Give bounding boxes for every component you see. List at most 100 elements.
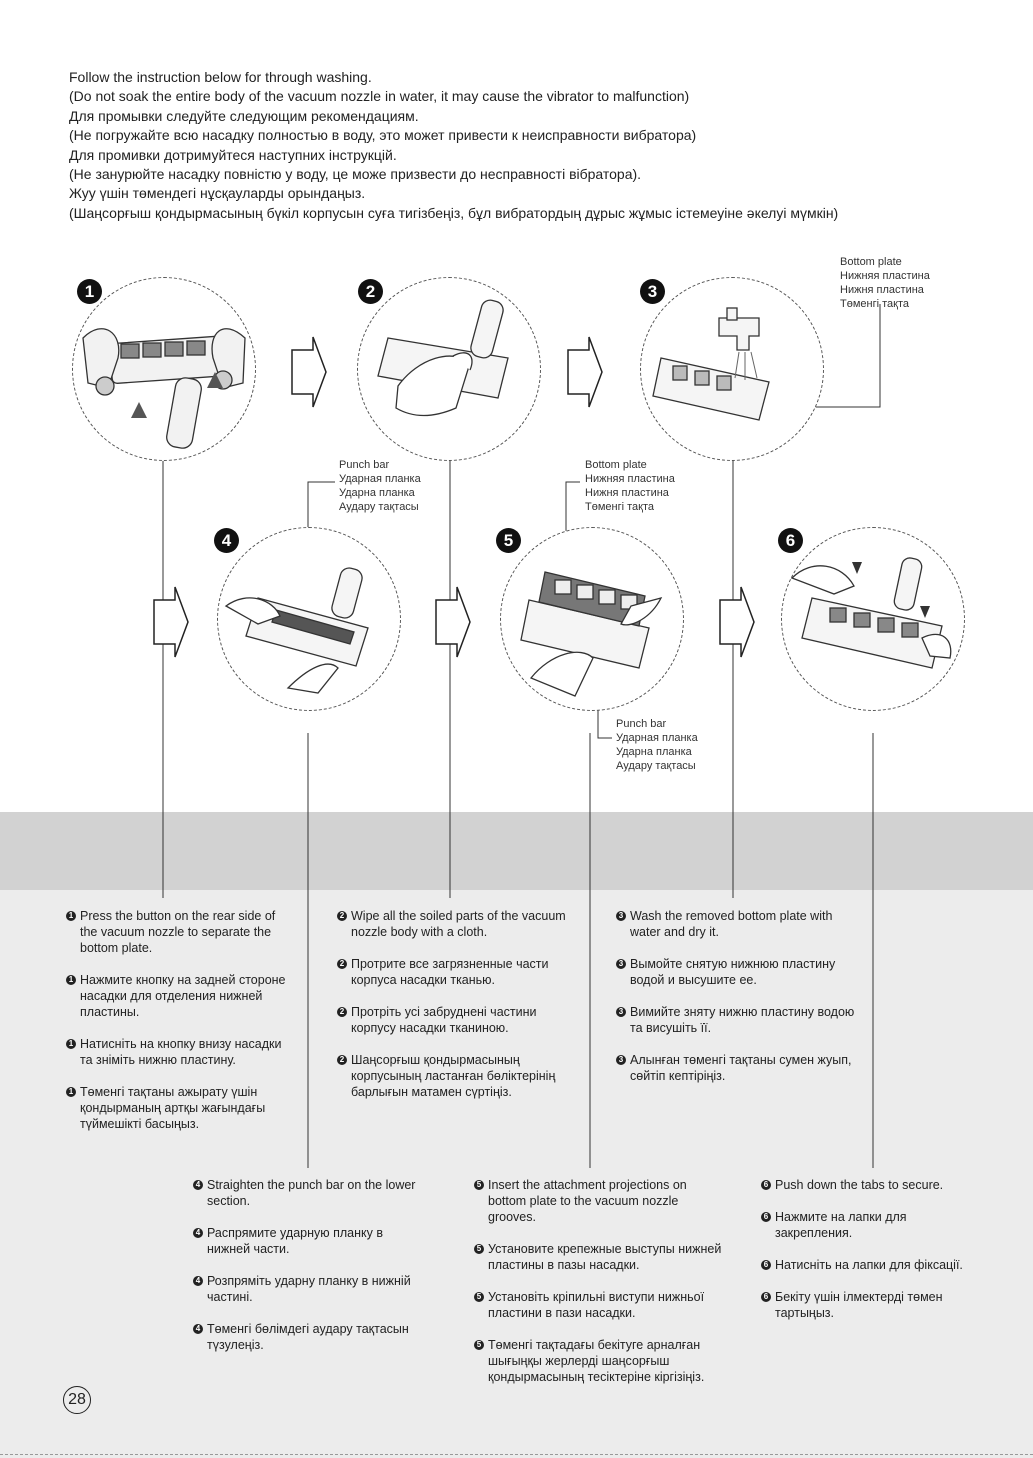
- label-line: Ударна планка: [339, 486, 421, 500]
- step-6-illustration: [781, 527, 965, 711]
- instruction-text: Бекіту үшін ілмектерді төмен тартыңыз.: [775, 1290, 943, 1320]
- step-4-illustration: [217, 527, 401, 711]
- step-bullet: 1: [66, 975, 76, 985]
- instruction-text: Wipe all the soiled parts of the vacuum …: [351, 909, 566, 939]
- instruction-paragraph: 4 Төменгі бөлімдегі аудару тақтасын түзул…: [193, 1321, 423, 1353]
- instruction-text: Төменгі бөлімдегі аудару тақтасын түзуле…: [207, 1322, 409, 1352]
- instruction-text: Установите крепежные выступы нижней плас…: [488, 1242, 721, 1272]
- step-bullet: 5: [474, 1292, 484, 1302]
- instruction-paragraph: 1 Нажмите кнопку на задней стороне насадк…: [66, 972, 286, 1020]
- step-3-illustration: [640, 277, 824, 461]
- step-badge-2: 2: [358, 279, 383, 304]
- attach-plate-icon: [501, 528, 683, 710]
- step-bullet: 5: [474, 1180, 484, 1190]
- step-5-illustration: [500, 527, 684, 711]
- label-line: Төменгі тақта: [840, 297, 930, 311]
- label-line: Нижняя пластина: [585, 472, 675, 486]
- step-bullet: 2: [337, 1007, 347, 1017]
- step-4-instructions: 4 Straighten the punch bar on the lower s…: [193, 1177, 423, 1369]
- step-bullet: 2: [337, 1055, 347, 1065]
- instruction-text: Нажмите на лапки для закрепления.: [775, 1210, 907, 1240]
- step-1-instructions: 1 Press the button on the rear side of th…: [66, 908, 286, 1148]
- label-line: Аудару тақтасы: [339, 500, 421, 514]
- bottom-plate-label-top: Bottom plate Нижняя пластина Нижня пласт…: [840, 255, 930, 311]
- step-2-instructions: 2 Wipe all the soiled parts of the vacuum…: [337, 908, 567, 1116]
- instruction-text: Натисніть на кнопку внизу насадки та зні…: [80, 1037, 281, 1067]
- step-bullet: 3: [616, 1055, 626, 1065]
- step-bullet: 1: [66, 911, 76, 921]
- instruction-text: Натисніть на лапки для фіксації.: [775, 1258, 963, 1272]
- step-badge-5: 5: [496, 528, 521, 553]
- instruction-text: Протрите все загрязненные части корпуса …: [351, 957, 549, 987]
- instruction-text: Push down the tabs to secure.: [775, 1178, 943, 1192]
- instruction-paragraph: 1 Төменгі тақтаны ажырату үшін қондырманы…: [66, 1084, 286, 1132]
- step-bullet: 1: [66, 1039, 76, 1049]
- instruction-paragraph: 6 Push down the tabs to secure.: [761, 1177, 971, 1193]
- instruction-text: Нажмите кнопку на задней стороне насадки…: [80, 973, 286, 1019]
- instruction-text: Wash the removed bottom plate with water…: [630, 909, 832, 939]
- instruction-paragraph: 6 Бекіту үшін ілмектерді төмен тартыңыз.: [761, 1289, 971, 1321]
- label-line: Нижняя пластина: [840, 269, 930, 283]
- instruction-paragraph: 2 Протрите все загрязненные части корпуса…: [337, 956, 567, 988]
- instruction-paragraph: 5 Установіть кріпильні виступи нижньої пл…: [474, 1289, 724, 1321]
- label-line: Нижня пластина: [840, 283, 930, 297]
- instruction-paragraph: 6Натисніть на лапки для фіксації.: [761, 1257, 971, 1273]
- instruction-text: Төменгі тақтаны ажырату үшін қондырманың…: [80, 1085, 265, 1131]
- push-tabs-icon: [782, 528, 964, 710]
- instruction-paragraph: 2Wipe all the soiled parts of the vacuum…: [337, 908, 567, 940]
- faucet-icon: [641, 278, 823, 460]
- step-6-instructions: 6Push down the tabs to secure. 6Нажмите …: [761, 1177, 971, 1337]
- instruction-text: Шаңсорғыш қондырмасының корпусының ласта…: [351, 1053, 555, 1099]
- instruction-text: Straighten the punch bar on the lower se…: [207, 1178, 415, 1208]
- instruction-text: Установіть кріпильні виступи нижньої пла…: [488, 1290, 704, 1320]
- instruction-paragraph: 5 Установите крепежные выступы нижней пла…: [474, 1241, 724, 1273]
- step-5-instructions: 5 Insert the attachment projections on bo…: [474, 1177, 724, 1401]
- step-badge-4: 4: [214, 528, 239, 553]
- label-line: Punch bar: [339, 458, 421, 472]
- step-bullet: 3: [616, 1007, 626, 1017]
- instruction-paragraph: 3 Алынған төменгі тақтаны сумен жуып, сөй…: [616, 1052, 856, 1084]
- instruction-paragraph: 3 Вимийте зняту нижню пластину водою та в…: [616, 1004, 856, 1036]
- step-bullet: 5: [474, 1244, 484, 1254]
- step-2-illustration: [357, 277, 541, 461]
- page-number: 28: [63, 1386, 91, 1414]
- punch-bar-label-5: Punch bar Ударная планка Ударна планка А…: [616, 717, 698, 773]
- instruction-paragraph: 3 Вымойте снятую нижнюю пластину водой и …: [616, 956, 856, 988]
- bottom-plate-label-5: Bottom plate Нижняя пластина Нижня пласт…: [585, 458, 675, 514]
- step-bullet: 4: [193, 1324, 203, 1334]
- instruction-paragraph: 5 Insert the attachment projections on bo…: [474, 1177, 724, 1225]
- instruction-paragraph: 6 Нажмите на лапки для закрепления.: [761, 1209, 971, 1241]
- page-bottom-divider: [0, 1454, 1033, 1455]
- step-bullet: 3: [616, 959, 626, 969]
- step-bullet: 1: [66, 1087, 76, 1097]
- step-1-illustration: [72, 277, 256, 461]
- label-line: Төменгі тақта: [585, 500, 675, 514]
- step-bullet: 2: [337, 959, 347, 969]
- instruction-text: Вымойте снятую нижнюю пластину водой и в…: [630, 957, 835, 987]
- instruction-text: Вимийте зняту нижню пластину водою та ви…: [630, 1005, 854, 1035]
- label-line: Punch bar: [616, 717, 698, 731]
- instruction-text: Press the button on the rear side of the…: [80, 909, 275, 955]
- nozzle-release-icon: [73, 278, 255, 460]
- instruction-text: Төменгі тақтадағы бекітуге арналған шығы…: [488, 1338, 704, 1384]
- step-bullet: 6: [761, 1292, 771, 1302]
- instruction-text: Алынған төменгі тақтаны сумен жуып, сөйт…: [630, 1053, 852, 1083]
- punch-bar-label-4: Punch bar Ударная планка Ударна планка А…: [339, 458, 421, 514]
- step-bullet: 4: [193, 1276, 203, 1286]
- wipe-cloth-icon: [358, 278, 540, 460]
- instruction-paragraph: 5 Төменгі тақтадағы бекітуге арналған шығ…: [474, 1337, 724, 1385]
- step-bullet: 6: [761, 1180, 771, 1190]
- instruction-text: Распрямите ударную планку в нижней части…: [207, 1226, 383, 1256]
- label-line: Bottom plate: [585, 458, 675, 472]
- step-bullet: 4: [193, 1180, 203, 1190]
- label-line: Ударная планка: [616, 731, 698, 745]
- instruction-text: Insert the attachment projections on bot…: [488, 1178, 687, 1224]
- step-badge-1: 1: [77, 279, 102, 304]
- punch-bar-icon: [218, 528, 400, 710]
- step-bullet: 6: [761, 1212, 771, 1222]
- step-bullet: 5: [474, 1340, 484, 1350]
